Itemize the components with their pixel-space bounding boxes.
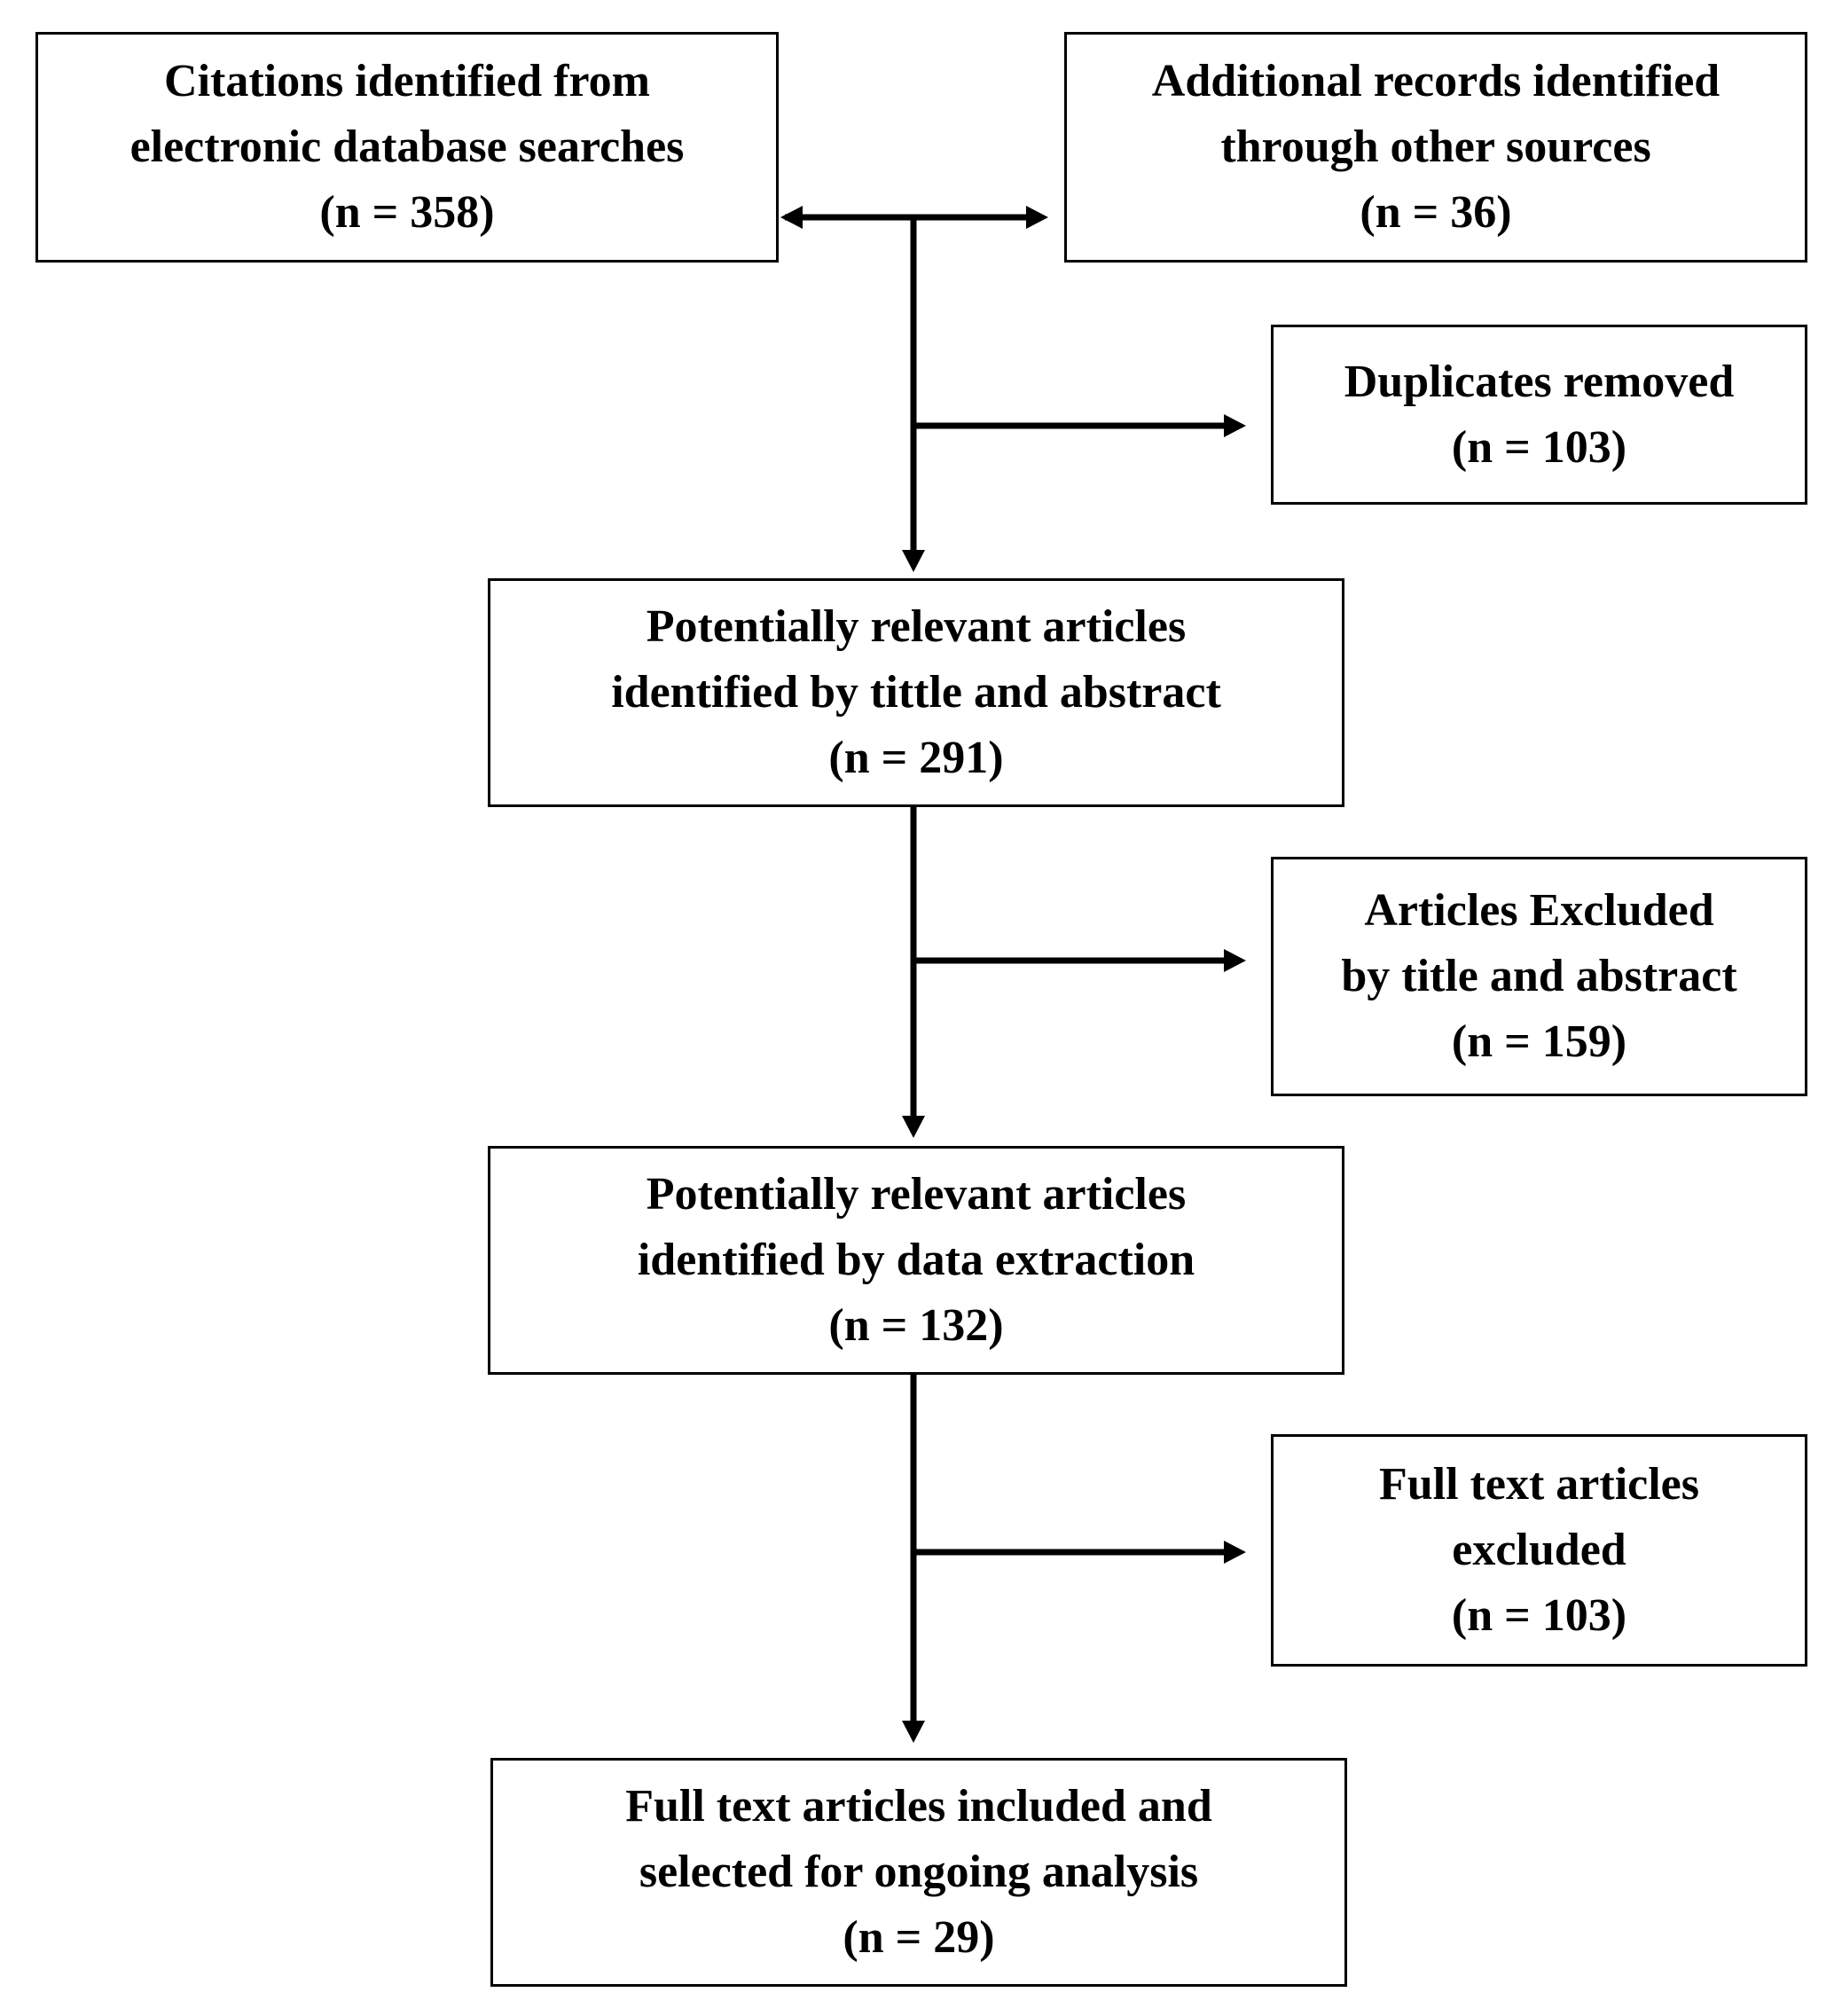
box-count: (n = 103) xyxy=(1451,1590,1627,1641)
box-text-line: excluded xyxy=(1452,1525,1626,1575)
box-count: (n = 358) xyxy=(319,187,495,238)
duplicates-removed-box: Duplicates removed (n = 103) xyxy=(1271,325,1807,505)
box-text-line: by title and abstract xyxy=(1341,951,1737,1001)
box-count: (n = 132) xyxy=(828,1300,1004,1351)
arrowhead-left-icon xyxy=(780,206,803,229)
full-text-excluded-box: Full text articles excluded (n = 103) xyxy=(1271,1434,1807,1667)
box-count: (n = 29) xyxy=(843,1912,995,1963)
box-text-line: Articles Excluded xyxy=(1364,885,1714,936)
box-text-line: Additional records identified xyxy=(1151,56,1721,106)
box-count: (n = 103) xyxy=(1451,421,1627,473)
title-abstract-screened-box: Potentially relevant articles identified… xyxy=(488,578,1344,807)
box-count: (n = 36) xyxy=(1360,187,1512,238)
box-count: (n = 159) xyxy=(1451,1016,1627,1067)
data-extraction-box: Potentially relevant articles identified… xyxy=(488,1146,1344,1375)
arrowhead-right-icon xyxy=(1224,949,1246,972)
other-sources-box: Additional records identified through ot… xyxy=(1064,32,1807,263)
arrowhead-down-icon xyxy=(902,1721,925,1743)
box-text-line: selected for ongoing analysis xyxy=(639,1847,1199,1897)
box-text-line: identified by tittle and abstract xyxy=(611,667,1221,718)
box-text-line: electronic database searches xyxy=(129,122,685,172)
database-searches-box: Citations identified from electronic dat… xyxy=(35,32,779,263)
title-abstract-excluded-box: Articles Excluded by title and abstract … xyxy=(1271,857,1807,1096)
arrowhead-down-icon xyxy=(902,550,925,572)
box-text-line: through other sources xyxy=(1220,122,1651,172)
box-text-line: Potentially relevant articles xyxy=(646,1169,1187,1220)
arrowhead-down-icon xyxy=(902,1116,925,1138)
box-text-line: Potentially relevant articles xyxy=(646,601,1187,652)
box-text-line: identified by data extraction xyxy=(637,1235,1195,1285)
box-text-line: Duplicates removed xyxy=(1344,356,1735,407)
box-count: (n = 291) xyxy=(828,733,1004,783)
included-final-box: Full text articles included and selected… xyxy=(490,1758,1347,1987)
box-text-line: Full text articles xyxy=(1379,1459,1699,1510)
box-text-line: Full text articles included and xyxy=(625,1781,1212,1832)
arrowhead-right-icon xyxy=(1224,1541,1246,1564)
arrowhead-right-icon xyxy=(1026,206,1048,229)
arrowhead-right-icon xyxy=(1224,414,1246,437)
box-text-line: Citations identified from xyxy=(164,56,650,106)
